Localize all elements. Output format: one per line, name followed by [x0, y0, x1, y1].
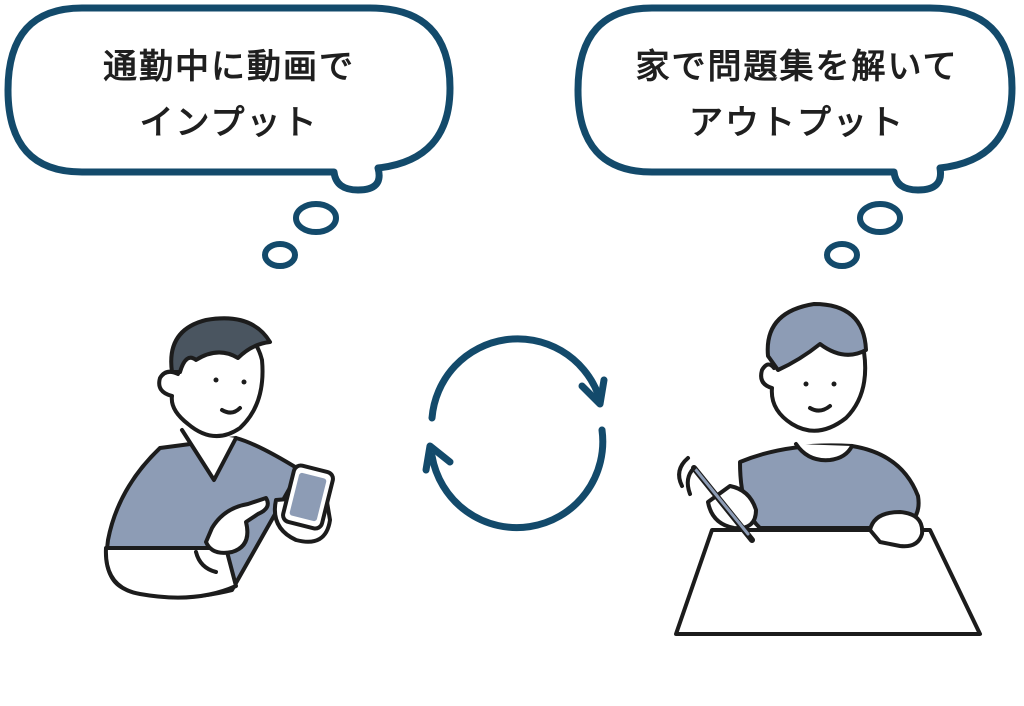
left-person-torso-lower — [103, 546, 238, 600]
right-person-mouth — [808, 404, 832, 413]
right-person-eye — [803, 381, 809, 387]
right-person-eye-2 — [831, 381, 837, 387]
left-person-sleeve — [194, 550, 218, 574]
right-person-hair — [765, 302, 868, 372]
left-person-hand-left — [204, 496, 270, 555]
right-bubble-dot-large — [857, 201, 903, 235]
desk — [674, 528, 982, 636]
left-person-eye — [213, 377, 219, 383]
left-person-hair — [169, 316, 272, 374]
left-person-mouth — [220, 406, 242, 415]
left-thought-bubble: 通勤中に動画で インプット — [4, 4, 454, 269]
left-bubble-line1: 通勤中に動画で — [103, 47, 355, 87]
pen-body — [694, 468, 750, 536]
cycle-arc-top — [428, 335, 602, 422]
left-person-eye-2 — [241, 379, 247, 385]
writing-motion-mark — [677, 456, 690, 488]
writing-motion-mark-2 — [685, 466, 696, 496]
person-writing-at-desk — [674, 302, 982, 636]
left-bubble-dot-large — [293, 201, 339, 235]
cycle-arrowhead-bottom — [422, 442, 454, 474]
cycle-arrows-icon — [422, 335, 608, 532]
left-bubble-line2: インプット — [140, 103, 319, 143]
person-with-smartphone — [103, 316, 335, 600]
right-bubble-dot-small — [824, 241, 860, 269]
right-person-hand-resting — [868, 510, 925, 549]
right-bubble-outline — [574, 4, 1016, 194]
right-thought-bubble: 家で問題集を解いて アウトプット — [574, 4, 1016, 269]
right-person-neck — [794, 442, 854, 463]
smartphone-screen — [289, 472, 327, 522]
left-bubble-outline — [4, 4, 454, 194]
right-bubble-line1: 家で問題集を解いて — [636, 47, 959, 87]
cycle-arc-bottom — [428, 426, 607, 532]
cycle-arrowhead-top — [578, 376, 608, 408]
left-bubble-dot-small — [262, 241, 298, 269]
right-bubble-line2: アウトプット — [689, 103, 905, 143]
left-person-collar — [180, 428, 238, 482]
